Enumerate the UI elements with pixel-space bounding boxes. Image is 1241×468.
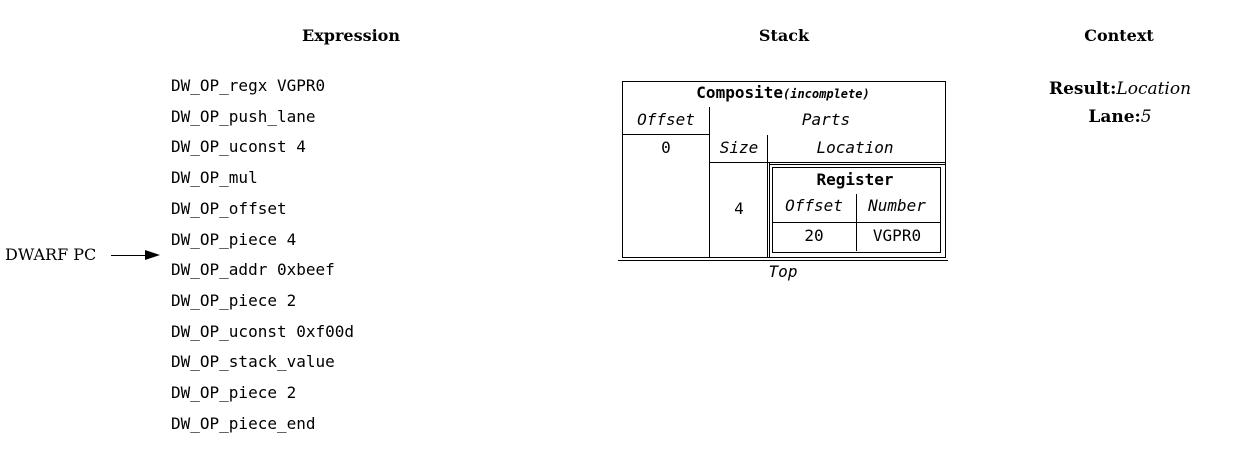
register-number-value: VGPR0 [872,226,922,245]
divider [710,162,945,163]
offset-value: 0 [661,138,671,157]
pc-arrow-line [111,255,151,256]
register-number-label: Number [868,196,926,215]
result-row: Result:Location [1049,79,1191,99]
expression-op: DW_OP_offset [171,198,287,218]
expression-op: DW_OP_piece 4 [171,229,297,249]
composite-title: Composite(incomplete) [696,83,869,104]
expression-op: DW_OP_push_lane [171,106,316,126]
register-title: Register [816,170,894,189]
expression-op: DW_OP_stack_value [171,352,335,372]
lane-row: Lane:5 [1088,107,1151,127]
result-value: Location [1116,79,1192,99]
expression-op: DW_OP_piece_end [171,413,316,433]
context-header: Context [1084,26,1154,45]
size-value: 4 [734,199,744,218]
expression-op: DW_OP_piece 2 [171,383,297,402]
register-box [772,167,941,253]
parts-label: Parts [801,110,851,129]
stack-top-line [618,260,948,261]
location-label: Location [816,138,894,157]
divider [709,107,710,257]
pc-arrow-icon [145,250,160,260]
stack-top-label: Top [768,262,798,281]
expression-op: DW_OP_regx VGPR0 [171,76,326,95]
composite-label: Composite [696,83,783,102]
composite-box [622,81,946,258]
divider [770,164,945,165]
stack-header: Stack [758,26,810,45]
register-offset-value: 20 [804,226,824,245]
divider [767,135,768,257]
expression-op: DW_OP_uconst 4 [171,137,306,157]
size-label: Size [719,138,759,157]
divider [623,134,709,135]
expression-op: DW_OP_uconst 0xf00d [171,321,355,341]
expression-header: Expression [302,26,400,45]
dwarf-pc-label: DWARF PC [5,245,97,264]
expression-op: DW_OP_addr 0xbeef [171,260,335,280]
divider [769,163,770,257]
register-offset-label: Offset [785,196,843,215]
expression-op: DW_OP_piece 2 [171,290,297,310]
result-label: Result: [1048,79,1117,99]
divider [773,222,940,223]
offset-label: Offset [637,110,695,129]
expression-op: DW_OP_mul [171,168,258,188]
composite-note: (incomplete) [783,87,870,101]
lane-label: Lane: [1088,107,1141,127]
lane-value: 5 [1140,107,1152,127]
